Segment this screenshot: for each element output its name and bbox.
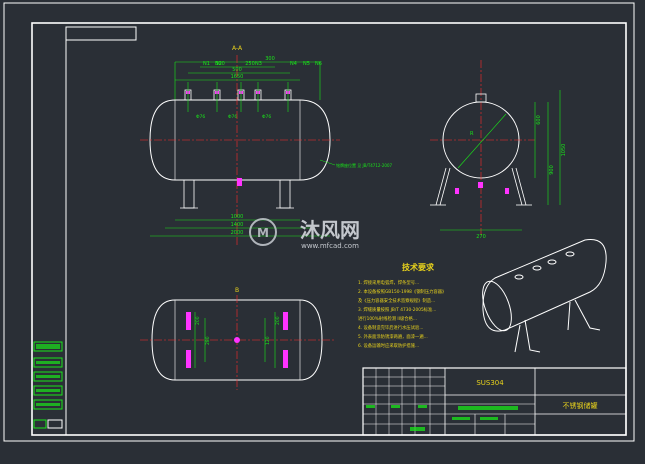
svg-text:3. 焊缝质量按照 JB/T 4730-2005标准...: 3. 焊缝质量按照 JB/T 4730-2005标准... [358,306,436,313]
plan-view-label: B [235,287,239,294]
svg-text:R: R [470,131,474,137]
svg-text:270: 270 [476,234,486,240]
svg-text:300: 300 [265,56,275,62]
inner-frame [31,22,627,436]
section-label: A-A [232,45,243,52]
plan-view: B 200 280 120 200 [140,287,335,390]
svg-text:Φ76: Φ76 [228,114,237,120]
svg-text:900: 900 [549,165,555,175]
svg-text:4. 设备制造完毕后进行水压试验...: 4. 设备制造完毕后进行水压试验... [358,324,423,331]
svg-text:Φ76: Φ76 [196,114,205,120]
svg-text:1000: 1000 [231,214,244,220]
svg-text:6. 设备运输时应采取防护措施...: 6. 设备运输时应采取防护措施... [358,342,419,349]
svg-text:N3: N3 [255,61,262,67]
svg-text:280: 280 [205,336,211,345]
top-dimension-labels: 1650 500 300 250 300 [215,56,275,80]
svg-text:200: 200 [275,316,281,325]
watermark-text: 沐风网 [300,218,360,242]
leader-note: 铭牌座位置 见 JB/T4712-2007 [336,162,393,168]
svg-text:N2: N2 [215,61,222,67]
nozzles-front [184,89,292,101]
svg-text:200: 200 [195,316,201,325]
svg-text:1400: 1400 [231,222,244,228]
svg-text:进行100%射线检测 II级合格...: 进行100%射线检测 II级合格... [358,315,417,322]
body-dimension-labels: Φ76 Φ76 Φ76 [196,114,271,120]
svg-text:N5: N5 [303,61,310,67]
top-left-stamp-box [65,26,137,41]
svg-text:1050: 1050 [561,144,567,157]
watermark-url: www.mfcad.com [301,242,359,250]
nozzle-labels: N1 N2 N3 N4 N5 N6 [203,61,322,67]
isometric-view [482,238,607,353]
left-margin-blocks [33,341,63,429]
side-dimension-labels: 600 900 1050 270 [476,115,567,240]
side-view: R 600 900 1050 270 [430,60,567,240]
svg-text:2. 本设备按照GB150-1998《钢制压力容器》: 2. 本设备按照GB150-1998《钢制压力容器》 [358,288,446,295]
svg-text:300: 300 [215,61,225,67]
svg-text:N4: N4 [290,61,297,67]
svg-text:120: 120 [265,336,271,345]
support-legs-front [180,179,294,209]
svg-text:N6: N6 [315,61,322,67]
svg-text:N1: N1 [203,61,210,67]
title-drawing-name: 不锈钢储罐 [563,401,598,410]
svg-text:250: 250 [245,61,255,67]
svg-text:600: 600 [536,115,542,125]
outer-frame [3,2,635,442]
svg-text:5. 外表面涂防锈漆两遍，面漆一遍...: 5. 外表面涂防锈漆两遍，面漆一遍... [358,333,428,340]
tech-req-items: 1. 焊接采用电弧焊，焊条型号... 2. 本设备按照GB150-1998《钢制… [358,279,446,349]
title-block: SUS304 不锈钢储罐 [362,367,627,436]
svg-text:1. 焊接采用电弧焊，焊条型号...: 1. 焊接采用电弧焊，焊条型号... [358,279,419,286]
watermark: M 沐风网 www.mfcad.com [249,218,360,250]
watermark-logo-icon [249,218,277,246]
bottom-dimension-labels: 1000 1400 2000 [231,214,244,236]
plan-dimension-labels: 200 280 120 200 [195,316,281,345]
technical-requirements: 技术要求 1. 焊接采用电弧焊，焊条型号... 2. 本设备按照GB150-19… [358,262,446,349]
support-legs-side [430,167,532,206]
svg-text:2000: 2000 [231,230,244,236]
title-material: SUS304 [476,379,504,387]
svg-text:M: M [257,226,269,240]
svg-text:及《压力容器安全技术监察规程》制造...: 及《压力容器安全技术监察规程》制造... [358,297,435,304]
front-view: A-A 1650 500 300 250 300 N1 N2 N3 N4 N5 … [140,45,393,245]
tech-req-title: 技术要求 [402,262,435,272]
svg-text:Φ76: Φ76 [262,114,271,120]
